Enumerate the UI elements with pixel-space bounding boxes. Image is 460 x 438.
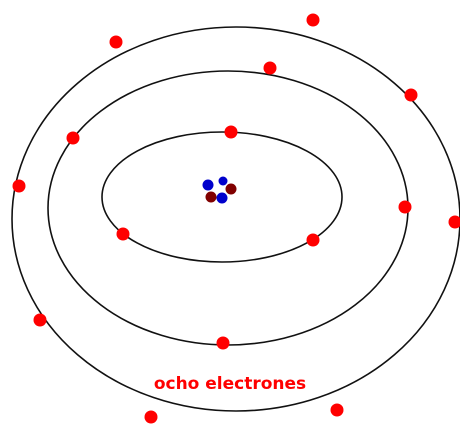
middle-shell-electrons <box>66 61 418 350</box>
nucleus <box>202 176 237 204</box>
electron <box>306 233 320 247</box>
neutron <box>225 183 237 195</box>
electron <box>144 410 158 424</box>
neutron <box>205 191 217 203</box>
electron <box>263 61 277 75</box>
outer-orbit <box>11 26 460 412</box>
electron <box>448 215 460 229</box>
proton <box>202 179 214 191</box>
electron <box>66 131 80 145</box>
electron <box>109 35 123 49</box>
electron <box>216 336 230 350</box>
electron <box>116 227 130 241</box>
electron <box>330 403 344 417</box>
electron <box>306 13 320 27</box>
electron <box>12 179 26 193</box>
inner-orbit <box>101 131 343 263</box>
electron <box>33 313 47 327</box>
electron <box>398 200 412 214</box>
electron <box>224 125 238 139</box>
caption: ocho electrones <box>154 374 306 394</box>
inner-shell-electrons <box>116 125 412 247</box>
outer-shell-electrons <box>12 13 460 424</box>
electron <box>404 88 418 102</box>
proton <box>218 176 228 186</box>
proton <box>216 192 228 204</box>
